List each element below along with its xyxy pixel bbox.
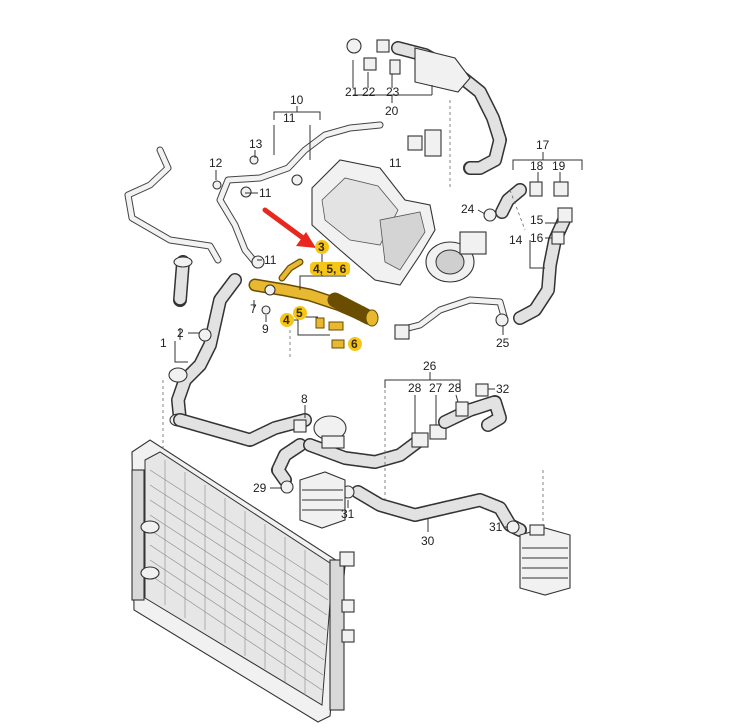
badge-456 (310, 262, 350, 275)
callout-23: 23 (386, 85, 400, 99)
callout-3: 3 (318, 240, 325, 254)
guide-lines (162, 100, 544, 525)
hose-25 (394, 296, 509, 340)
callout-1: 1 (160, 336, 167, 350)
callout-14: 14 (509, 233, 523, 247)
callout-28a: 28 (408, 381, 422, 395)
callout-27: 27 (429, 381, 443, 395)
callout-31a: 31 (341, 507, 355, 521)
red-pointer-arrow (262, 207, 316, 248)
callout-20: 20 (385, 104, 399, 118)
callout-22: 22 (362, 85, 376, 99)
callout-13: 13 (249, 137, 263, 151)
callout-25: 25 (496, 336, 510, 350)
badge-3 (315, 240, 329, 254)
highlighted-small-parts (315, 317, 345, 349)
upper-hose-assembly (216, 121, 384, 269)
callout-7: 7 (250, 302, 257, 316)
callout-12: 12 (209, 156, 223, 170)
badge-4 (280, 313, 294, 327)
callout-11c: 11 (389, 156, 402, 170)
engine-housing (311, 129, 487, 286)
callout-labels: 1 2 3 4, 5, 6 4 5 6 7 8 9 10 11 11 11 11… (160, 85, 566, 548)
highlight-badges (280, 240, 362, 351)
callout-21: 21 (345, 85, 359, 99)
heat-exchanger-left (299, 471, 346, 529)
callout-456: 4, 5, 6 (313, 262, 347, 276)
callout-9: 9 (262, 322, 269, 336)
badge-6 (348, 337, 362, 351)
callout-32: 32 (496, 382, 510, 396)
hose-20 (346, 38, 507, 175)
oil-cooler (519, 524, 571, 596)
coolant-pump (293, 415, 347, 449)
callout-2: 2 (177, 326, 184, 340)
callout-26: 26 (423, 359, 437, 373)
right-hose-assembly (483, 181, 573, 325)
callout-19: 19 (552, 159, 566, 173)
callout-17: 17 (536, 138, 550, 152)
callout-11d: 11 (264, 253, 277, 267)
left-hose-assembly (124, 146, 312, 447)
leader-lines (174, 60, 583, 532)
callout-11a: 11 (283, 111, 296, 125)
callout-16: 16 (530, 231, 544, 245)
callout-4: 4 (283, 313, 290, 327)
badge-5 (293, 306, 307, 320)
callout-30: 30 (421, 534, 435, 548)
callout-28b: 28 (448, 381, 462, 395)
callout-8: 8 (301, 392, 308, 406)
callout-10: 10 (290, 93, 304, 107)
callout-6: 6 (351, 337, 358, 351)
bolts (212, 155, 276, 315)
callout-24: 24 (461, 202, 475, 216)
callout-31b: 31 (489, 520, 503, 534)
callout-5: 5 (296, 306, 303, 320)
radiator (131, 439, 355, 723)
callout-11b: 11 (259, 186, 272, 200)
callout-29: 29 (253, 481, 267, 495)
callout-18: 18 (530, 159, 544, 173)
callout-15: 15 (530, 213, 544, 227)
